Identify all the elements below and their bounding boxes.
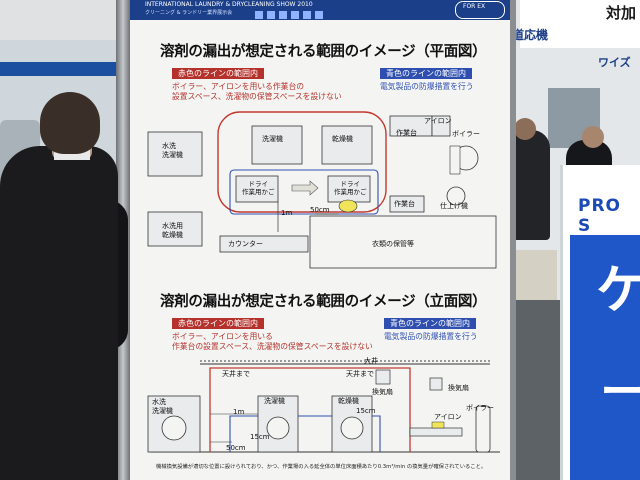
right-booth-text-1: 道応機 <box>512 28 549 42</box>
header-square-icon <box>267 11 275 19</box>
plan-label-50cm: 50cm <box>310 206 330 214</box>
left-booth-blue-band <box>0 62 125 76</box>
plan-finishing-icon <box>446 186 466 206</box>
elev-vent-fan-icon <box>375 369 391 385</box>
elev-blue-label: 青色のラインの範囲内 <box>384 318 476 329</box>
plan-label-water-dryer: 水洗用 乾燥機 <box>162 222 183 239</box>
plan-basket-box-2 <box>327 175 371 203</box>
header-square-icon <box>291 11 299 19</box>
elev-dryer-drum <box>340 416 364 440</box>
elev-water-washer-drum <box>161 415 187 441</box>
elev-label-1m: 1m <box>233 408 245 416</box>
elev-label-15cm-2: 15cm <box>356 407 376 415</box>
background-person-2-head <box>582 126 604 148</box>
plan-dryer-box <box>321 125 373 165</box>
elev-blue-text-1: 電気製品の防爆措置を行う <box>384 332 478 341</box>
elev-label-washing-machine: 洗濯機 <box>264 397 285 405</box>
plan-blue-text-1: 電気製品の防爆措置を行う <box>380 82 474 91</box>
plan-red-text-2: 設置スペース、洗濯物の保管スペースを設けない <box>172 92 342 101</box>
elev-background <box>140 356 506 460</box>
right-booth-text-2: ワイズ <box>598 56 631 69</box>
plan-red-zone <box>217 111 387 213</box>
poster-header-icons <box>255 4 375 19</box>
pro-stand-glyph-2: ー <box>600 364 640 420</box>
header-square-icon <box>279 11 287 19</box>
right-sign-text: 対加 <box>606 4 637 22</box>
elev-red-text-2: 作業台の設置スペース、洗濯物の保管スペースを設けない <box>172 342 373 351</box>
person-head <box>40 92 100 154</box>
plan-blue-zone <box>229 169 379 215</box>
plan-blue-label: 青色のラインの範囲内 <box>380 68 472 79</box>
pro-stand-blue-panel <box>570 235 640 480</box>
plan-title: 溶剤の漏出が想定される範囲のイメージ（平面図） <box>160 44 487 60</box>
elev-boiler-icon <box>475 405 491 453</box>
floor-plan-diagram <box>140 106 506 274</box>
poster-header-subtext: クリーニング & ランドリー業界展示会 <box>145 10 233 16</box>
elev-red-text-1: ボイラー、アイロンを用いる <box>172 332 273 341</box>
pro-stand-text: PRO S <box>578 196 622 236</box>
poster-header-band <box>130 0 510 20</box>
plan-water-dryer-box <box>147 211 203 247</box>
background-person-1-head <box>514 118 536 140</box>
elev-label-ventilator-2: 換気扇 <box>448 384 469 392</box>
plan-workbench-2-box <box>389 195 425 213</box>
elev-label-to-ceiling-2: 天井まで <box>346 370 374 378</box>
elev-red-label: 赤色のラインの範囲内 <box>172 318 264 329</box>
elev-label-iron: アイロン <box>434 413 462 421</box>
plan-label-storage: 衣類の保管等 <box>372 240 414 248</box>
poster-header-logo <box>455 1 505 19</box>
elev-iron-icon <box>431 421 445 429</box>
plan-basket-icon <box>338 199 358 213</box>
person-in-suit <box>0 146 118 480</box>
elev-red-zone <box>209 367 411 452</box>
plan-label-washing-machine: 洗濯機 <box>262 135 283 143</box>
poster-frame-right <box>508 0 516 480</box>
plan-label-finishing: 仕上げ機 <box>440 202 468 210</box>
plan-label-1m: 1m <box>281 209 293 217</box>
header-square-icon <box>255 11 263 19</box>
elev-workbench <box>409 427 463 437</box>
elev-label-15cm-1: 15cm <box>250 433 270 441</box>
plan-red-label: 赤色のラインの範囲内 <box>172 68 264 79</box>
header-square-icon <box>303 11 311 19</box>
plan-storage-box <box>309 215 497 269</box>
header-square-icon <box>315 11 323 19</box>
elev-label-boiler: ボイラー <box>466 404 494 412</box>
elev-blue-zone <box>229 415 381 452</box>
plan-label-water-washer: 水洗 洗濯機 <box>162 142 183 159</box>
elev-label-50cm: 50cm <box>226 444 246 452</box>
plan-label-workbench-2: 作業台 <box>394 200 415 208</box>
plan-label-dry-basket-2: ドライ 作業用かご <box>334 180 367 196</box>
elevation-title: 溶剤の漏出が想定される範囲のイメージ（立面図） <box>160 294 487 310</box>
plan-iron-box <box>431 115 451 137</box>
display-shelf <box>512 250 557 300</box>
poster-header-text: INTERNATIONAL LAUNDRY & DRYCLEANING SHOW… <box>145 1 313 8</box>
plan-arrow-icon <box>291 180 319 196</box>
plan-label-counter: カウンター <box>228 240 263 248</box>
elev-label-ceiling: 大井 <box>364 357 378 365</box>
plan-basket-box-1 <box>235 175 279 203</box>
elev-label-water-washer: 水洗 洗濯機 <box>152 398 173 415</box>
plan-counter-box <box>219 235 309 253</box>
plan-washer-box <box>251 125 303 165</box>
pro-stand-glyph-1: ケ <box>596 261 640 321</box>
plan-label-boiler: ボイラー <box>452 130 480 138</box>
plan-label-workbench: 作業台 <box>396 129 417 137</box>
plan-label-iron: アイロン <box>424 117 452 125</box>
plan-label-dryer: 乾燥機 <box>332 135 353 143</box>
elev-label-ventilator: 換気扇 <box>372 388 393 396</box>
plan-water-washer-box <box>147 131 203 177</box>
plan-boiler-tank <box>449 145 461 175</box>
poster-header-logo-text: FOR EX <box>463 3 486 10</box>
elev-vent-fan-2-icon <box>429 377 443 391</box>
elev-label-to-ceiling-1: 天井まで <box>222 370 250 378</box>
elev-label-dryer: 乾燥機 <box>338 397 359 405</box>
elev-washer-drum <box>266 416 290 440</box>
elev-footnote: 機械換気設備が適切な位置に設けられており、かつ、作業場の入る延全体の単位床面積あ… <box>156 464 487 470</box>
plan-red-text-1: ボイラー、アイロンを用いる作業台の <box>172 82 305 91</box>
elevation-diagram <box>140 356 506 460</box>
right-top-sign <box>520 0 640 48</box>
plan-label-dry-basket-1: ドライ 作業用かご <box>242 180 275 196</box>
